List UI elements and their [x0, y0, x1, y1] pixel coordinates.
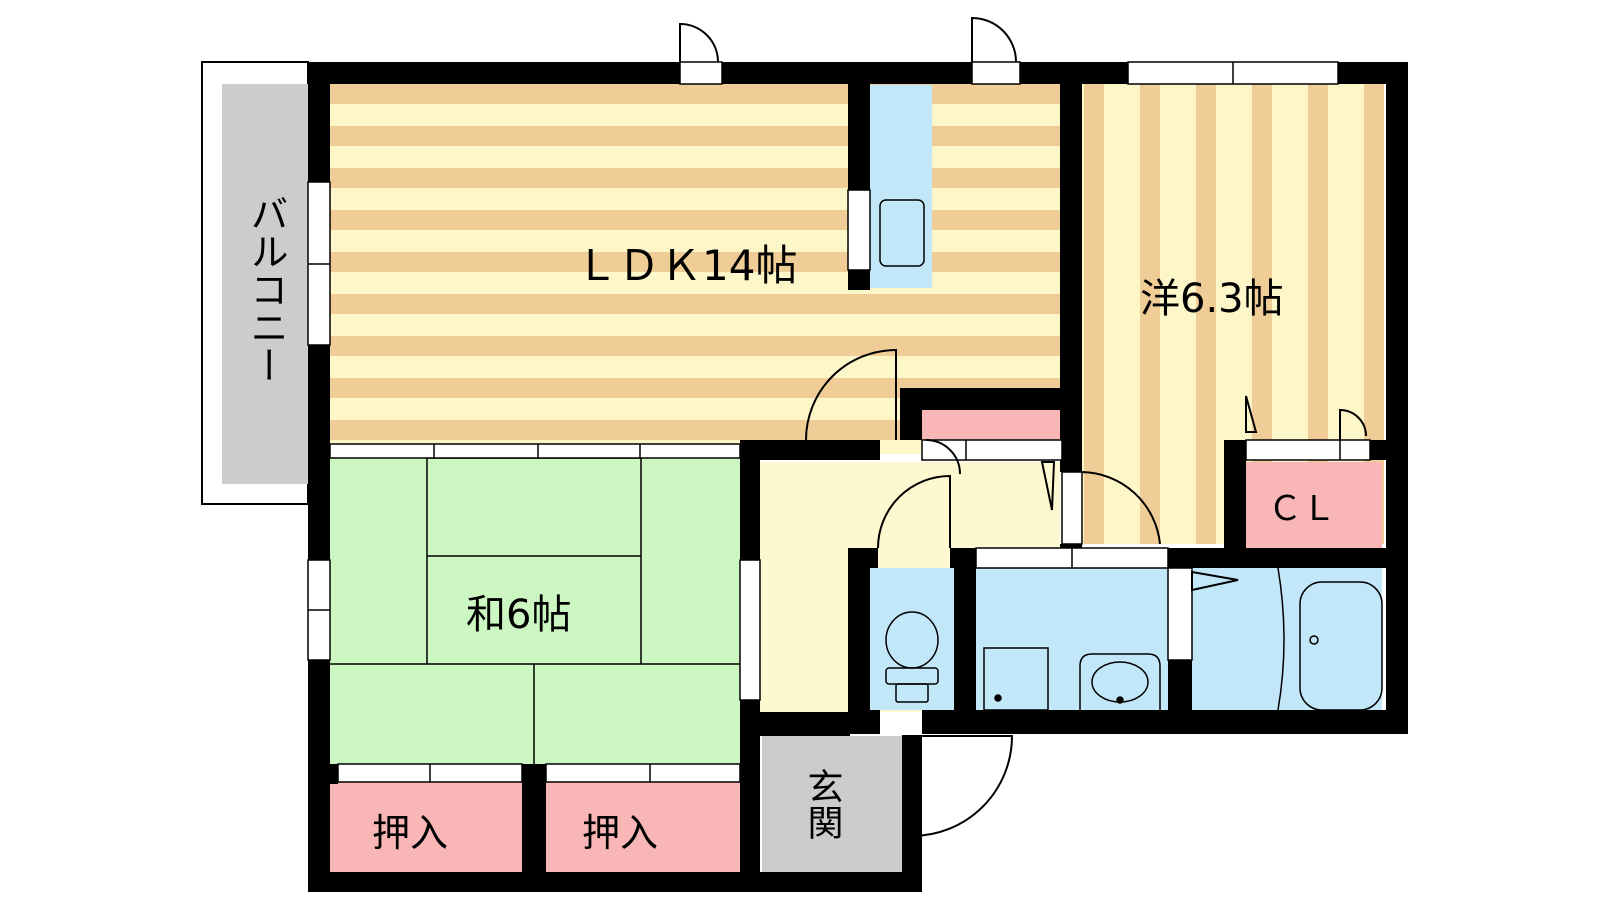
label-closet: ＣＬ	[1268, 489, 1336, 529]
wood-stripe	[328, 84, 1062, 104]
wood-stripe	[328, 126, 1062, 146]
entrance-floor	[762, 736, 902, 872]
label-japanese: 和6帖	[466, 592, 571, 638]
wood-stripe	[1196, 84, 1216, 544]
doors	[679, 16, 1367, 837]
label-western: 洋6.3帖	[1140, 276, 1284, 322]
wood-stripe	[328, 210, 1062, 230]
label-oshiire-left: 押入	[372, 811, 448, 855]
oshiire-right-fill	[546, 782, 740, 872]
closet-fill	[1246, 462, 1382, 548]
tatami-floor	[328, 457, 740, 764]
wood-stripe	[328, 336, 1062, 356]
label-entrance: 玄関	[802, 768, 843, 840]
toilet-icon	[885, 611, 939, 703]
wood-stripe	[1252, 84, 1272, 544]
wood-stripe	[328, 378, 1062, 398]
windows	[307, 61, 1371, 783]
wood-stripe	[1140, 84, 1160, 544]
wood-stripe	[328, 168, 1062, 188]
wood-stripe	[1084, 84, 1104, 544]
label-oshiire-right: 押入	[582, 811, 658, 855]
wood-stripe	[1308, 84, 1328, 544]
washing-machine-icon	[983, 647, 1049, 711]
balcony	[201, 61, 309, 505]
room-labels: ＬＤＫ14帖 洋6.3帖 ＣＬ 和6帖 押入 押入 玄関 バルコニー	[244, 194, 1336, 855]
kitchen-sink-icon	[879, 199, 925, 267]
shoe-storage	[922, 410, 1062, 440]
bathtub-icon	[1277, 567, 1383, 711]
wood-stripe	[328, 294, 1062, 314]
label-ldk: ＬＤＫ14帖	[576, 241, 797, 290]
label-balcony: バルコニー	[244, 194, 288, 384]
washbasin-icon	[1079, 653, 1161, 710]
oshiire-left-fill	[330, 782, 522, 872]
wood-stripe	[328, 420, 1062, 440]
wood-stripe	[1364, 84, 1384, 544]
walls	[308, 62, 1408, 892]
